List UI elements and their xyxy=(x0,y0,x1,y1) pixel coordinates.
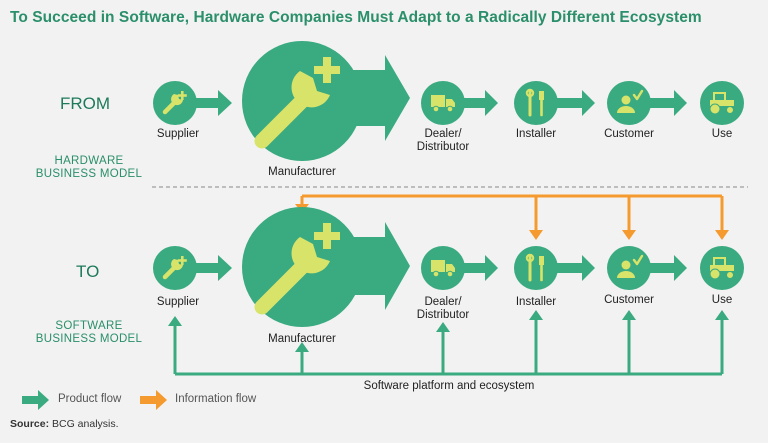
supplier-node xyxy=(153,81,197,125)
row-label-to: TO xyxy=(76,262,100,281)
label-customer: Customer xyxy=(604,128,654,140)
arrow-dealer-installer-to xyxy=(455,255,498,281)
arrow-customer-use-to xyxy=(650,255,687,281)
label-installer-to: Installer xyxy=(515,296,557,308)
source-text: BCG analysis. xyxy=(52,418,119,430)
row-label-from: FROM xyxy=(60,94,111,113)
software-model-line2: BUSINESS MODEL xyxy=(35,333,143,345)
legend-product-flow-arrow xyxy=(22,390,49,410)
use-node xyxy=(700,81,744,125)
hardware-model-line1: HARDWARE xyxy=(54,155,124,167)
legend-information-flow-arrow xyxy=(140,390,167,410)
manufacturer-node-to xyxy=(242,207,362,327)
page-title: To Succeed in Software, Hardware Compani… xyxy=(10,9,702,26)
customer-node-to xyxy=(607,246,651,290)
label-dealer-line2: Distributor xyxy=(416,141,470,153)
to-row xyxy=(153,207,744,327)
dealer-node-to xyxy=(421,246,465,290)
information-flow-arrowheads xyxy=(295,204,729,240)
label-dealer-line1: Dealer/ xyxy=(424,128,462,140)
arrow-supplier-manufacturer xyxy=(195,90,232,116)
label-dealer-to: Dealer/ Distributor xyxy=(417,296,469,322)
arrow-dealer-installer xyxy=(455,90,498,116)
hardware-model-label: HARDWARE BUSINESS MODEL xyxy=(30,155,148,181)
label-use-to: Use xyxy=(711,294,733,306)
from-row xyxy=(153,41,744,161)
label-supplier-to: Supplier xyxy=(156,296,200,308)
label-customer-to: Customer xyxy=(604,294,654,306)
label-use: Use xyxy=(711,128,733,140)
platform-flow xyxy=(173,318,724,376)
label-supplier: Supplier xyxy=(156,128,200,140)
arrow-customer-use xyxy=(650,90,687,116)
platform-flow-arrowheads xyxy=(168,310,729,352)
installer-node xyxy=(514,81,558,125)
information-flow xyxy=(300,194,724,232)
manufacturer-node xyxy=(242,41,362,161)
legend-information-flow: Information flow xyxy=(175,393,257,405)
dealer-node xyxy=(421,81,465,125)
label-dealer-to-line2: Distributor xyxy=(416,309,470,321)
hardware-model-line2: BUSINESS MODEL xyxy=(35,168,143,180)
platform-label: Software platform and ecosystem xyxy=(359,380,539,393)
label-dealer-to-line1: Dealer/ xyxy=(424,296,462,308)
software-model-label: SOFTWARE BUSINESS MODEL xyxy=(30,320,148,346)
label-manufacturer: Manufacturer xyxy=(268,166,336,178)
arrow-installer-customer xyxy=(555,90,595,116)
customer-node xyxy=(607,81,651,125)
source-note: Source: BCG analysis. xyxy=(10,418,119,430)
use-node-to xyxy=(700,246,744,290)
supplier-node-to xyxy=(153,246,197,290)
label-manufacturer-to: Manufacturer xyxy=(268,333,336,345)
arrow-installer-customer-to xyxy=(555,255,595,281)
installer-node-to xyxy=(514,246,558,290)
label-installer: Installer xyxy=(515,128,557,140)
label-dealer: Dealer/ Distributor xyxy=(417,128,469,154)
software-model-line1: SOFTWARE xyxy=(55,320,123,332)
legend-product-flow: Product flow xyxy=(58,393,122,405)
source-prefix: Source: xyxy=(10,418,50,430)
arrow-supplier-manufacturer-to xyxy=(195,255,232,281)
